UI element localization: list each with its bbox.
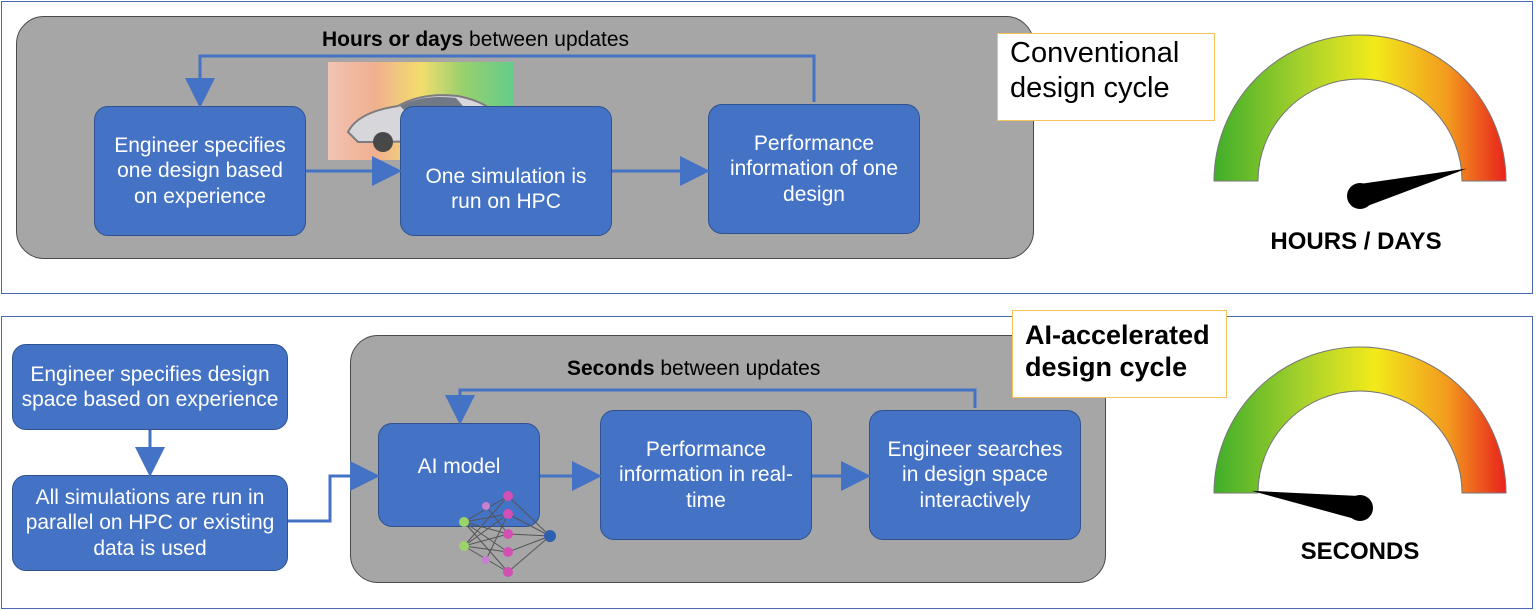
conventional-loop-heading-bold: Hours or days [322, 28, 464, 51]
hours-days-label: HOURS / DAYS [1270, 228, 1442, 255]
ai-loop-heading-bold: Seconds [567, 357, 655, 380]
conventional-loop-heading: Hours or days between updates [322, 28, 629, 52]
ai-loop-heading: Seconds between updates [567, 357, 820, 381]
hours-days-needle [1347, 168, 1467, 209]
arrow-feedback-loop [185, 54, 816, 108]
box-ai-model: AI model [378, 423, 540, 527]
box-design-space: Engineer specifies design space based on… [12, 344, 288, 430]
box-performance-realtime: Performance information in real-time [600, 410, 812, 540]
conventional-arrows [185, 54, 816, 186]
seconds-label: SECONDS [1300, 538, 1420, 565]
ai-accelerated-label: AI-accelerated design cycle [1012, 310, 1227, 398]
conventional-label: Conventional design cycle [997, 33, 1215, 121]
seconds-gauge [1213, 346, 1507, 521]
gauge-hub [1347, 183, 1373, 209]
box-all-simulations: All simulations are run in parallel on H… [12, 475, 288, 571]
ai-arrows [135, 388, 977, 523]
box-engineer-searches: Engineer searches in design space intera… [869, 410, 1081, 540]
arrow-ai-feedback-loop [445, 388, 977, 425]
gauge-needle [1357, 168, 1467, 208]
neural-network-icon [459, 491, 556, 577]
hours-days-gauge [1213, 34, 1507, 209]
box-performance-one-design: Performance information of one design [708, 104, 920, 234]
arrow-sims-to-ai [288, 461, 380, 523]
conventional-loop-heading-rest: between updates [463, 28, 630, 51]
gauge-needle [1251, 490, 1362, 520]
ai-loop-heading-rest: between updates [654, 357, 821, 380]
box-engineer-specifies: Engineer specifies one design based on e… [94, 106, 306, 236]
box-one-simulation: One simulation is run on HPC [400, 106, 612, 236]
gauge-hub [1347, 495, 1373, 521]
seconds-needle [1251, 490, 1373, 521]
